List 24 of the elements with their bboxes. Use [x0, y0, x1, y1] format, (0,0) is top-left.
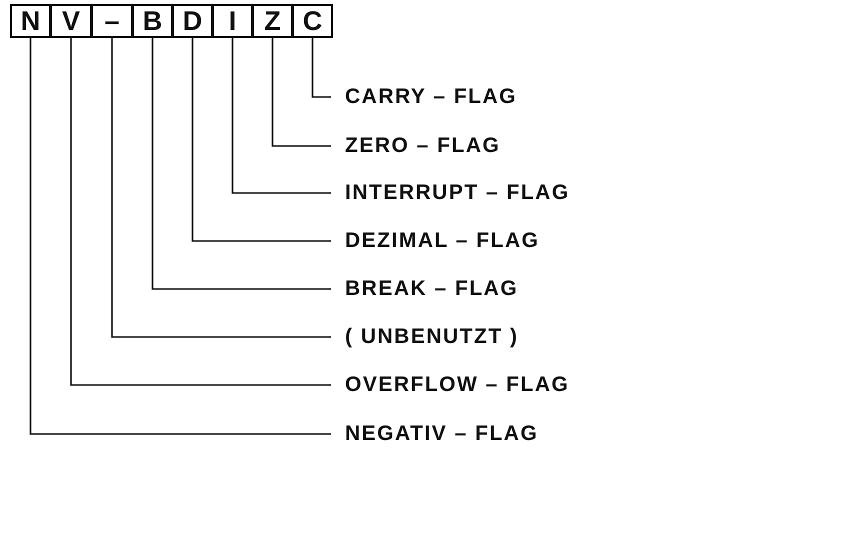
leader-line [232, 38, 331, 194]
register-bit: D [172, 4, 213, 38]
leader-line [152, 38, 331, 290]
register-bit: – [91, 4, 133, 38]
flag-label: NEGATIV – FLAG [345, 422, 538, 446]
flag-label: DEZIMAL – FLAG [345, 229, 540, 253]
flag-label: INTERRUPT – FLAG [345, 181, 570, 205]
register-bit: C [292, 4, 333, 38]
leader-line [192, 38, 331, 242]
flag-label: CARRY – FLAG [345, 85, 518, 109]
leader-line [30, 38, 331, 435]
register-bit: V [50, 4, 92, 38]
register-bit: B [132, 4, 173, 38]
register-bit: I [212, 4, 253, 38]
leader-line [272, 38, 331, 147]
leader-line [70, 38, 331, 386]
leader-line [312, 38, 331, 98]
flag-label: ( UNBENUTZT ) [345, 325, 518, 349]
register-bit: Z [252, 4, 293, 38]
register-bit: N [10, 4, 51, 38]
flag-label: OVERFLOW – FLAG [345, 373, 570, 397]
leader-line [111, 38, 331, 338]
flag-label: ZERO – FLAG [345, 134, 500, 158]
flag-label: BREAK – FLAG [345, 277, 518, 301]
